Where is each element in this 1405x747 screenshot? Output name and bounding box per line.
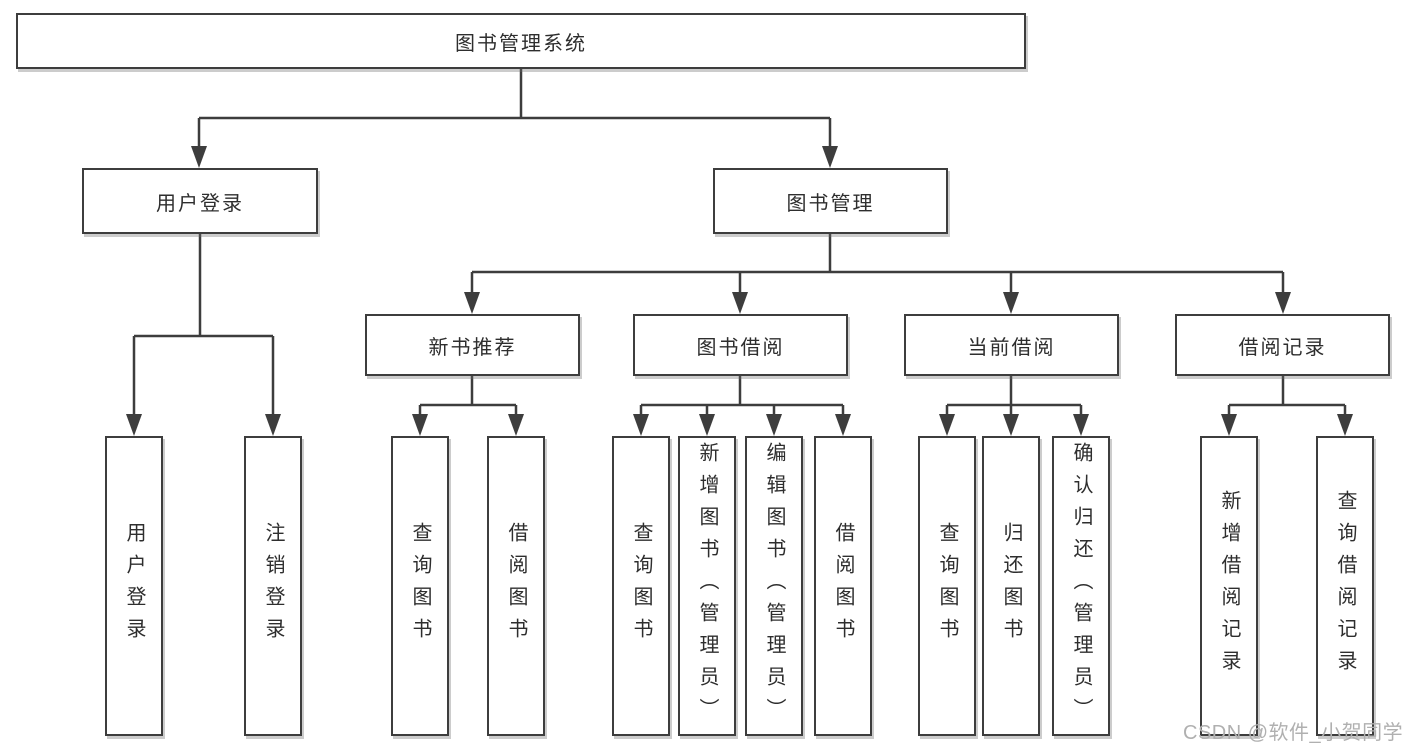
leaf-borrow-books-borrowing: 借阅图书 xyxy=(814,436,872,736)
arrow-down-icon xyxy=(265,414,281,436)
leaf-user-login: 用户登录 xyxy=(105,436,163,736)
arrowheads xyxy=(126,146,1353,436)
leaf-add-borrow-record: 新增借阅记录 xyxy=(1200,436,1258,736)
leaf-logout-login: 注销登录 xyxy=(244,436,302,736)
node-book-borrowing: 图书借阅 xyxy=(633,314,848,376)
node-new-book-recommend: 新书推荐 xyxy=(365,314,580,376)
arrow-down-icon xyxy=(1003,414,1019,436)
node-label: 新增图书（管理员） xyxy=(696,442,718,730)
arrow-down-icon xyxy=(939,414,955,436)
arrow-down-icon xyxy=(633,414,649,436)
node-label: 借阅记录 xyxy=(1238,336,1327,359)
arrow-down-icon xyxy=(1275,292,1291,314)
leaf-query-books-borrowing: 查询图书 xyxy=(612,436,670,736)
leaf-query-books-recommend: 查询图书 xyxy=(391,436,449,736)
leaf-add-books-admin: 新增图书（管理员） xyxy=(678,436,736,736)
csdn-watermark: CSDN @软件_小贺同学 xyxy=(1183,722,1404,744)
leaf-return-books: 归还图书 xyxy=(982,436,1040,736)
arrow-down-icon xyxy=(699,414,715,436)
node-label: 用户登录 xyxy=(123,522,145,650)
node-label: 用户登录 xyxy=(156,192,244,215)
arrow-down-icon xyxy=(732,292,748,314)
arrow-down-icon xyxy=(412,414,428,436)
leaf-query-books-current: 查询图书 xyxy=(918,436,976,736)
arrow-down-icon xyxy=(126,414,142,436)
node-label: 图书管理系统 xyxy=(455,32,587,55)
leaf-query-borrow-record: 查询借阅记录 xyxy=(1316,436,1374,736)
node-user-login: 用户登录 xyxy=(82,168,318,234)
node-label: 查询借阅记录 xyxy=(1334,490,1356,682)
node-label: 查询图书 xyxy=(630,522,652,650)
arrow-down-icon xyxy=(1337,414,1353,436)
leaf-edit-books-admin: 编辑图书（管理员） xyxy=(745,436,803,736)
node-label: 图书管理 xyxy=(786,192,875,215)
node-label: 查询图书 xyxy=(936,522,958,650)
node-label: 借阅图书 xyxy=(832,522,854,650)
arrow-down-icon xyxy=(1221,414,1237,436)
arrow-down-icon xyxy=(835,414,851,436)
leaf-borrow-books-recommend: 借阅图书 xyxy=(487,436,545,736)
node-book-management: 图书管理 xyxy=(713,168,948,234)
leaf-confirm-return-admin: 确认归还（管理员） xyxy=(1052,436,1110,736)
node-label: 查询图书 xyxy=(409,522,431,650)
arrow-down-icon xyxy=(464,292,480,314)
arrow-down-icon xyxy=(508,414,524,436)
node-label: 新书推荐 xyxy=(428,336,517,359)
node-label: 新增借阅记录 xyxy=(1218,490,1240,682)
arrow-down-icon xyxy=(191,146,207,168)
node-label: 图书借阅 xyxy=(696,336,785,359)
node-library-system: 图书管理系统 xyxy=(16,13,1026,69)
connector-lines xyxy=(132,69,1347,418)
node-label: 确认归还（管理员） xyxy=(1070,442,1092,730)
arrow-down-icon xyxy=(766,414,782,436)
node-label: 归还图书 xyxy=(1000,522,1022,650)
node-current-borrowing: 当前借阅 xyxy=(904,314,1119,376)
arrow-down-icon xyxy=(822,146,838,168)
node-label: 编辑图书（管理员） xyxy=(763,442,785,730)
node-label: 借阅图书 xyxy=(505,522,527,650)
arrow-down-icon xyxy=(1073,414,1089,436)
node-label: 注销登录 xyxy=(262,522,284,650)
arrow-down-icon xyxy=(1003,292,1019,314)
node-borrowing-records: 借阅记录 xyxy=(1175,314,1390,376)
node-label: 当前借阅 xyxy=(967,336,1056,359)
